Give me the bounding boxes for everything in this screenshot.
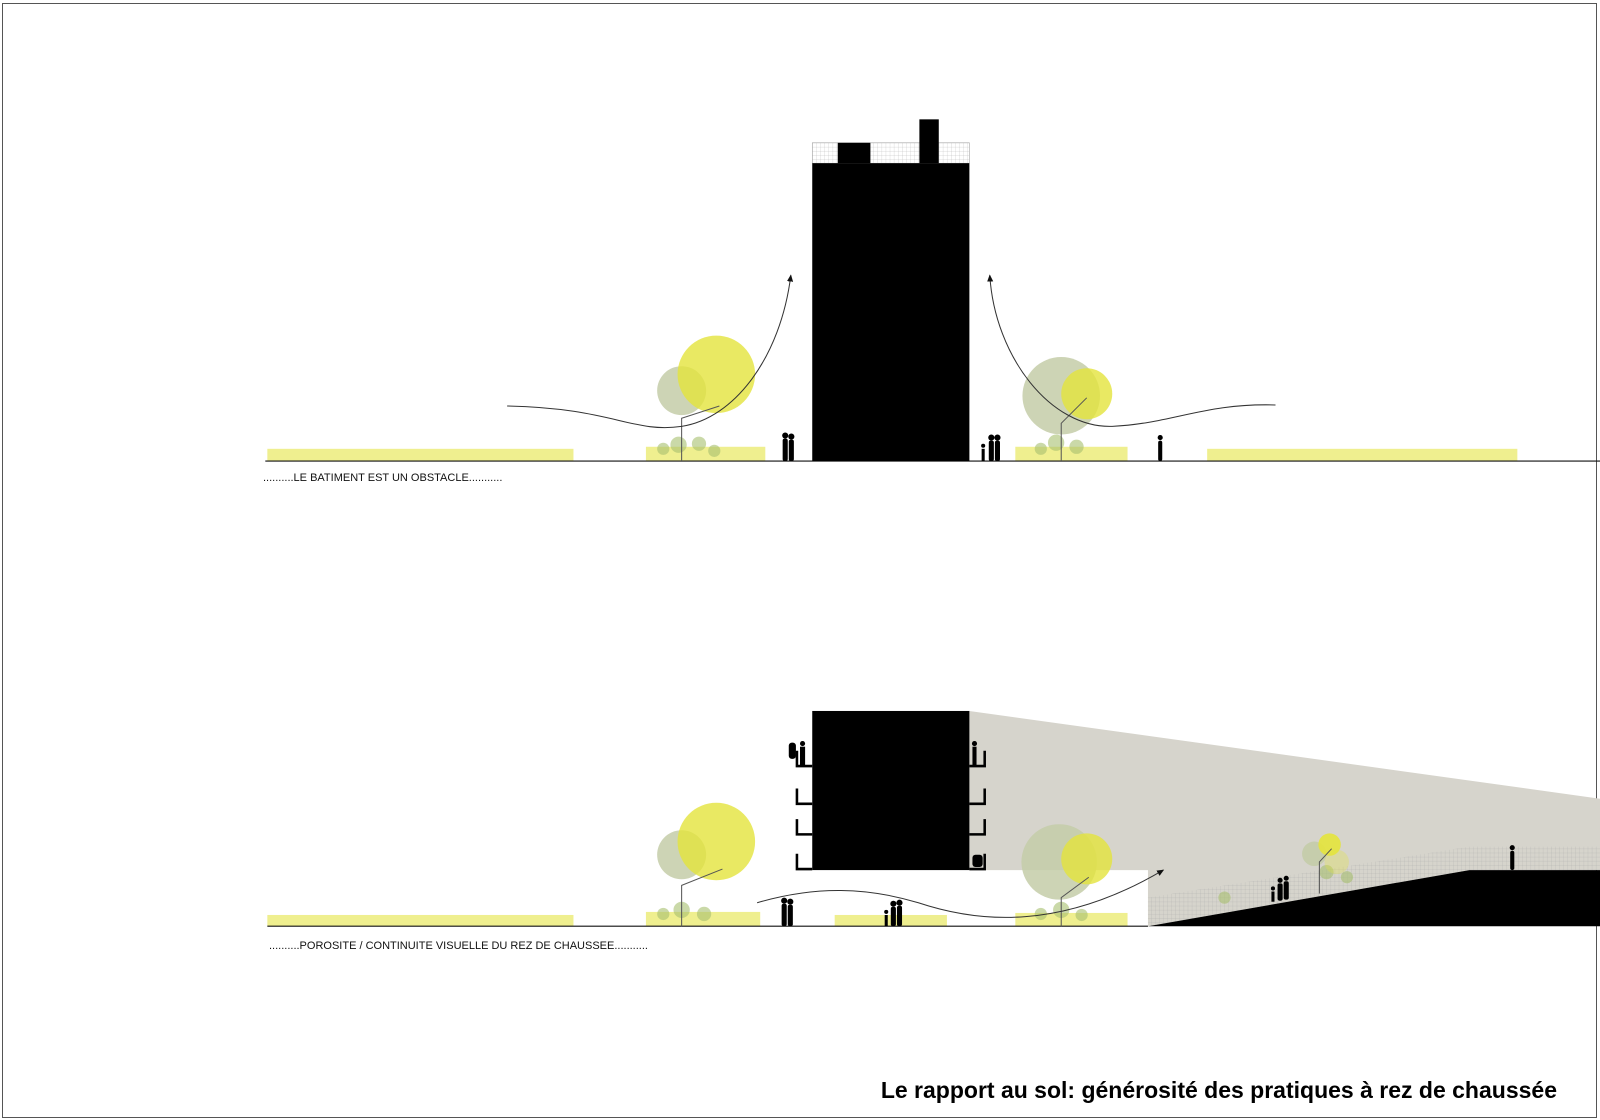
- caption-obstacle: ..........LE BATIMENT EST UN OBSTACLE...…: [263, 472, 503, 484]
- people-silhouettes-bottom: [781, 845, 1515, 927]
- people-silhouettes: [782, 432, 1163, 462]
- tree-right-bottom: [1021, 824, 1113, 927]
- fence-grid: [1147, 846, 1600, 927]
- tree-left-bottom: [657, 802, 756, 927]
- tree-right: [1022, 357, 1113, 462]
- tree-left: [657, 335, 756, 462]
- raised-building: [788, 710, 986, 871]
- tower-building: [811, 119, 970, 462]
- section-obstacle: [265, 119, 1600, 462]
- page-title: Le rapport au sol: générosité des pratiq…: [880, 1077, 1557, 1103]
- balcony-people: [788, 741, 983, 868]
- balconies: [795, 750, 986, 871]
- wind-arrow-right: [987, 274, 1276, 427]
- tree-ramp: [1302, 833, 1349, 894]
- section-porosity: [267, 710, 1600, 927]
- wind-arrow-left: [507, 274, 794, 429]
- shrubs-bottom: [657, 864, 1354, 922]
- flow-arrow: [756, 869, 1165, 918]
- landscape-ramp: [1147, 870, 1600, 927]
- shrubs: [657, 434, 1084, 457]
- page-frame: [2, 3, 1597, 1118]
- caption-porosity: ..........POROSITE / CONTINUITE VISUELLE…: [269, 940, 648, 952]
